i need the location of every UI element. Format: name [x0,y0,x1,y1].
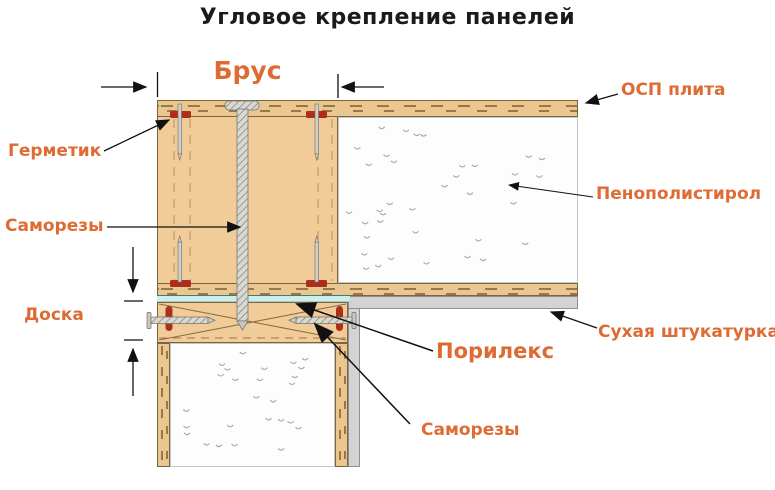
beam-joint-lines [173,119,333,281]
thin-screws [177,103,319,283]
diagram-title: Угловое крепление панелей [199,5,576,30]
label-beam: Брус [213,56,282,85]
label-screws-upper: Саморезы [5,216,104,236]
leader-arrows [103,93,619,425]
osb-bottom-strip [157,283,578,296]
label-screws-lower: Саморезы [421,420,520,440]
dimension-arrows [101,72,384,396]
lower-skin-left [157,343,170,467]
sealant-marks [165,111,343,331]
board-screws [146,312,357,329]
osb-top-strip [157,100,578,117]
label-porilex: Порилекс [436,339,555,363]
drywall-vertical [348,309,360,467]
label-sealant: Герметик [8,141,102,161]
foam-lower [170,343,335,467]
label-board: Доска [24,305,84,325]
foam-upper [338,117,578,283]
drywall-horizontal [348,296,578,309]
central-screw [224,100,260,331]
label-polystyrene: Пенополистирол [596,184,762,204]
label-dry-plaster: Сухая штукатурка [598,322,775,342]
lower-skin-right [335,343,348,467]
porilex-tape-strip [157,295,350,302]
label-osb-plate: ОСП плита [621,80,726,100]
